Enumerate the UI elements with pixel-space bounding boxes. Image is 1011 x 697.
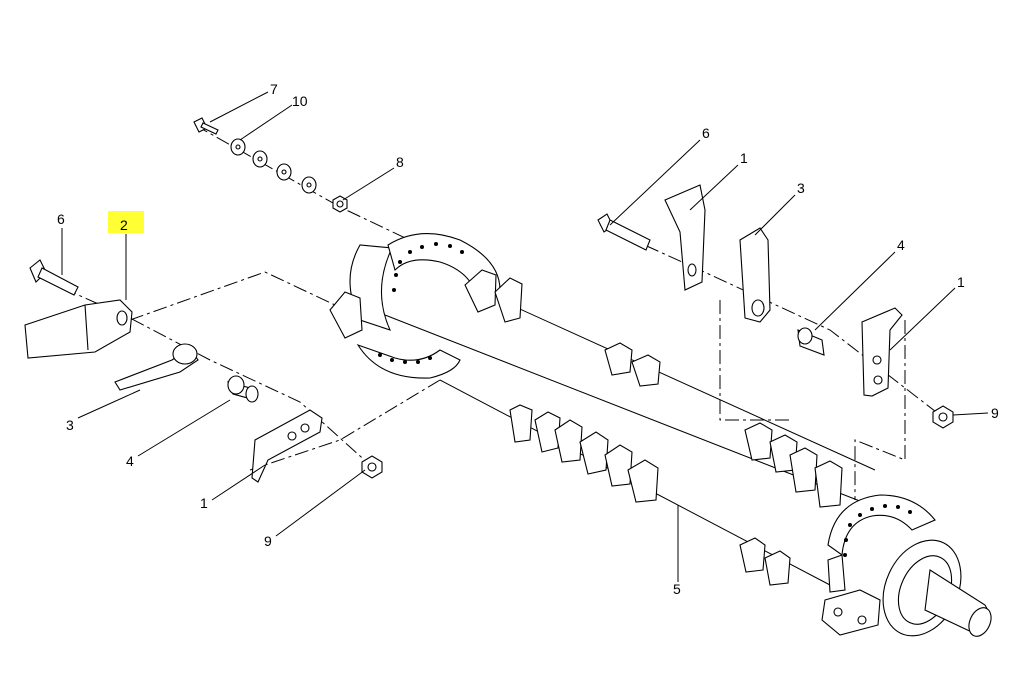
bushing-4-left	[227, 375, 259, 403]
left-assembly	[24, 259, 383, 483]
main-shaft	[329, 233, 992, 637]
bolt-6-left	[29, 259, 79, 296]
callout-6-left: 6	[57, 211, 65, 227]
clip-3-right	[739, 227, 771, 323]
bolt-7	[193, 117, 219, 135]
callout-1-right: 1	[957, 274, 965, 290]
callout-8: 8	[396, 154, 404, 170]
plate-1-upper	[664, 184, 706, 291]
callout-6-right: 6	[702, 125, 710, 141]
callout-1-left: 1	[200, 495, 208, 511]
bolt-6-right	[597, 213, 651, 251]
callouts: 7 10 8 6 2 3 4 1 9 6 1 3 4 1 9 5	[57, 81, 999, 597]
callout-3-right: 3	[797, 180, 805, 196]
nut-9-left	[361, 455, 383, 479]
right-assembly	[597, 184, 954, 429]
callout-10: 10	[292, 93, 308, 109]
callout-9-left: 9	[264, 533, 272, 549]
center-lines	[39, 124, 941, 500]
callout-2-highlight	[108, 211, 144, 233]
clip-3-left	[114, 343, 199, 391]
leader-lines	[61, 91, 989, 582]
nut-9-right	[932, 405, 954, 429]
callout-4-right: 4	[897, 237, 905, 253]
callout-7: 7	[270, 81, 278, 97]
callout-5: 5	[673, 581, 681, 597]
callout-2: 2	[120, 217, 128, 233]
bushing-4-right	[797, 327, 825, 356]
bracket-2	[24, 299, 133, 359]
callout-3-left: 3	[66, 417, 74, 433]
callout-4-left: 4	[126, 453, 134, 469]
plate-1-right	[861, 307, 903, 397]
plate-1-left	[251, 409, 323, 483]
callout-9-right: 9	[991, 405, 999, 421]
top-hardware	[193, 117, 348, 213]
callout-1-upper: 1	[740, 150, 748, 166]
